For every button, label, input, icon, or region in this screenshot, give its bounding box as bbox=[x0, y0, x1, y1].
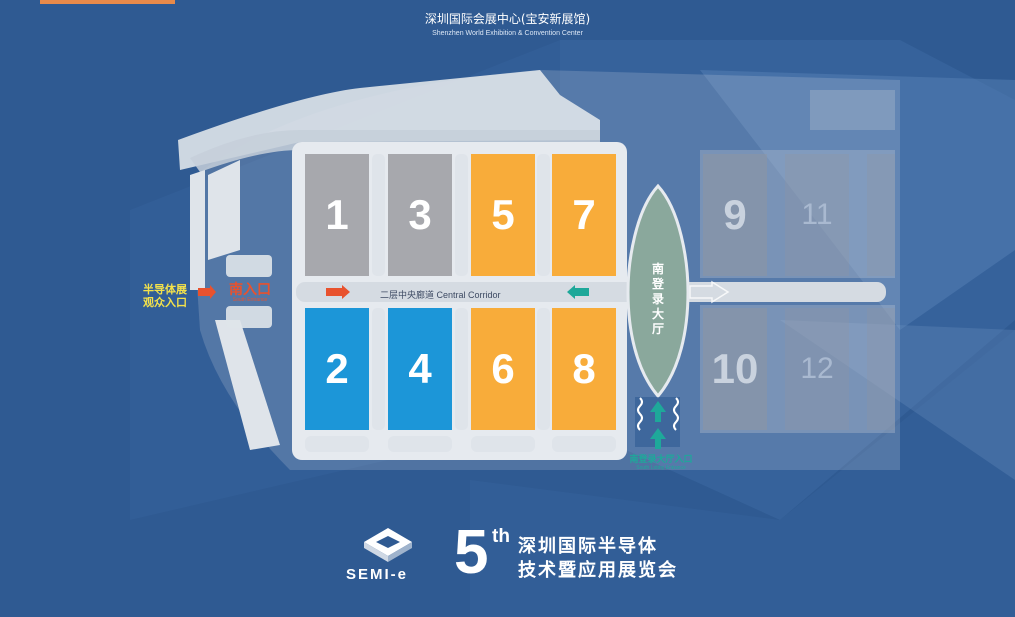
hall-10-block bbox=[703, 308, 767, 430]
hall-11-label: 11 bbox=[801, 198, 833, 231]
central-corridor bbox=[296, 282, 886, 302]
hall-8-block bbox=[552, 308, 616, 430]
event-title-line1: 深圳国际半导体 bbox=[518, 536, 658, 557]
hall-6-label: 6 bbox=[491, 345, 515, 392]
venue-subtitle: Shenzhen World Exhibition & Convention C… bbox=[432, 30, 583, 37]
hall-1-block bbox=[305, 154, 369, 276]
hall-12-label: 12 bbox=[800, 352, 834, 385]
hall-6-block bbox=[471, 308, 535, 430]
edition-suffix: th bbox=[492, 526, 510, 547]
corridor-label: 二层中央廊道 Central Corridor bbox=[380, 290, 501, 300]
hall-7-label: 7 bbox=[572, 191, 596, 238]
hall-4-block bbox=[388, 308, 452, 430]
hall-3-label: 3 bbox=[408, 191, 432, 238]
south-entrance-label: 南入口 bbox=[229, 282, 271, 298]
hall-5-block bbox=[471, 154, 535, 276]
hall-3-block bbox=[388, 154, 452, 276]
hall-1-label: 1 bbox=[325, 191, 349, 238]
hall-12-block bbox=[785, 308, 849, 430]
hall-9-block bbox=[703, 154, 767, 276]
hall-4-label: 4 bbox=[408, 345, 432, 392]
top-accent-tab bbox=[40, 0, 175, 4]
hall-11-block bbox=[785, 154, 849, 276]
visitor-entrance-label: 半导体展 观众入口 bbox=[130, 283, 200, 309]
visitor-entrance-line1: 半导体展 bbox=[143, 283, 187, 296]
hall-8-label: 8 bbox=[572, 345, 596, 392]
hall-9-label: 9 bbox=[723, 191, 747, 238]
south-entrance-sublabel: South Entrance bbox=[232, 297, 268, 303]
edition-number: 5 bbox=[454, 518, 489, 587]
semi-e-logo-text: SEMI-e bbox=[346, 566, 409, 583]
hall-2-label: 2 bbox=[325, 345, 349, 392]
lobby-entrance-sublabel: South Lobby Entrance bbox=[636, 465, 686, 471]
hall-7-block bbox=[552, 154, 616, 276]
lobby-entrance-label: 南登录大厅入口 bbox=[629, 455, 693, 465]
hall-2-block bbox=[305, 308, 369, 430]
south-lobby-label: 南登录大厅 bbox=[651, 262, 664, 336]
semi-e-logo-mark bbox=[364, 528, 412, 562]
south-lobby-shape bbox=[626, 183, 690, 399]
venue-title: 深圳国际会展中心(宝安新展馆) bbox=[424, 12, 591, 26]
visitor-entrance-line2: 观众入口 bbox=[143, 296, 187, 309]
event-title-line2: 技术暨应用展览会 bbox=[518, 560, 678, 581]
hall-5-label: 5 bbox=[491, 191, 515, 238]
hall-10-label: 10 bbox=[711, 345, 759, 392]
